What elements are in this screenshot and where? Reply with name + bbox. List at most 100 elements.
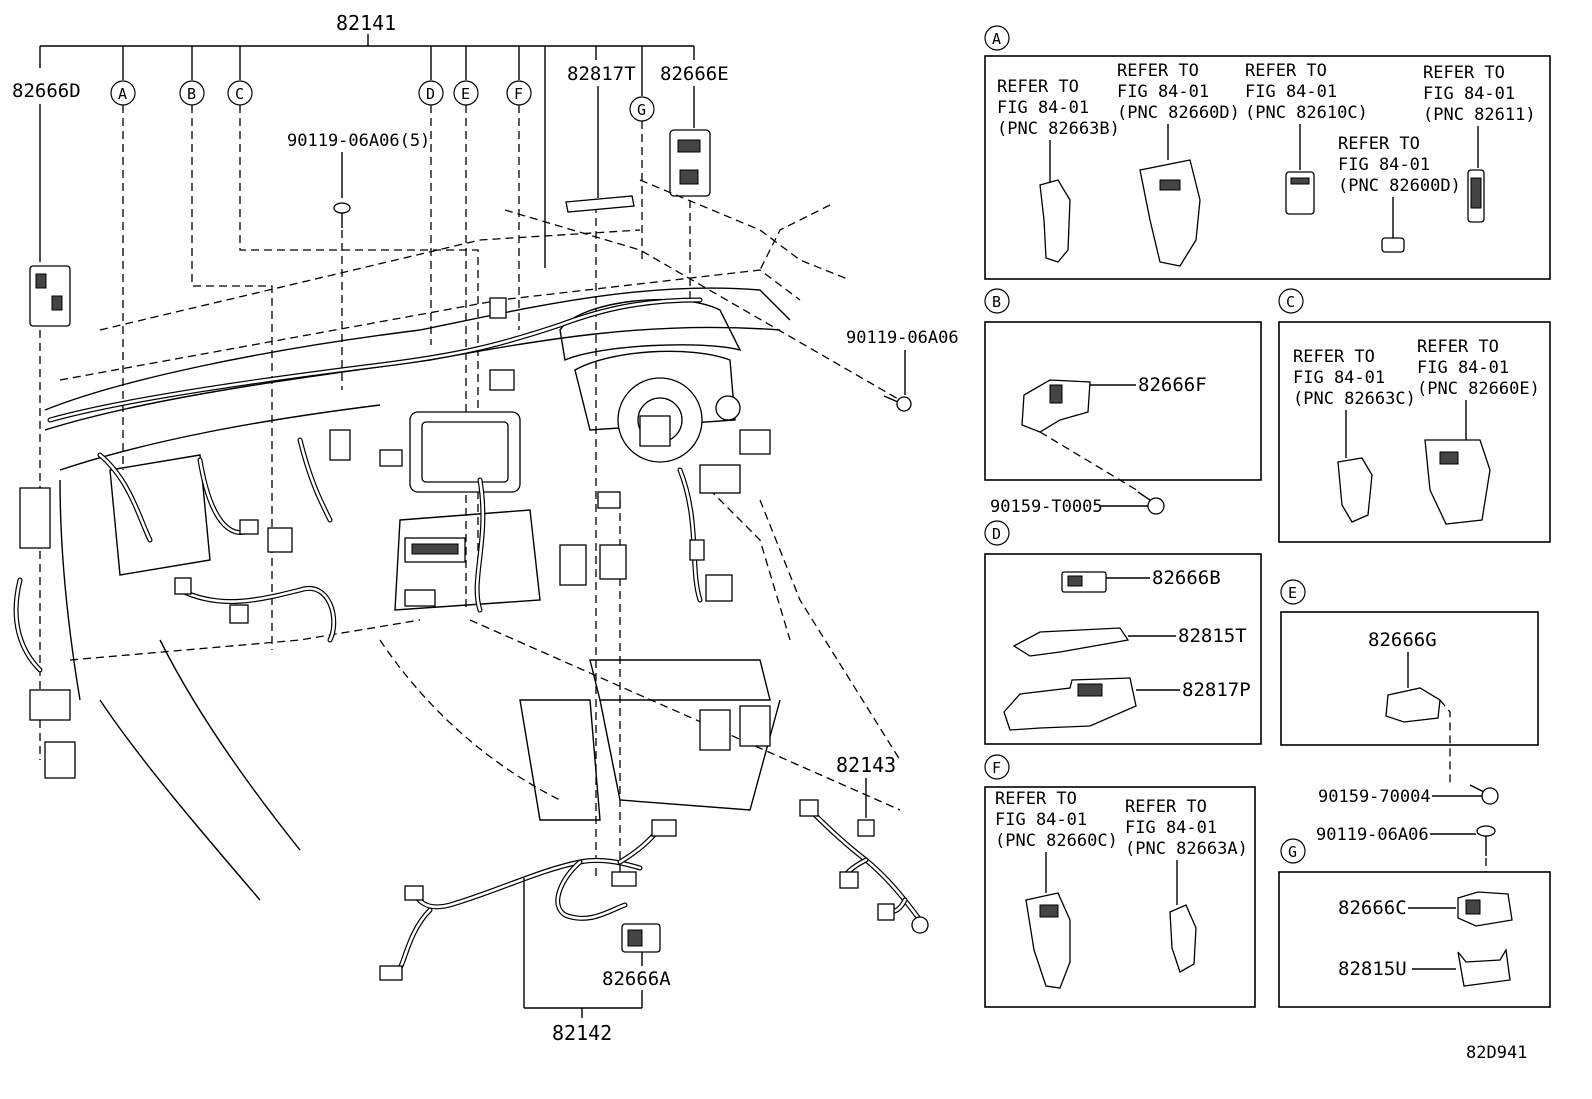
callout-c-text: C bbox=[235, 85, 244, 103]
callout-e-text: E bbox=[461, 85, 470, 103]
part-82666b[interactable]: 82666B bbox=[1061, 567, 1221, 593]
harness-82143[interactable]: 82143 bbox=[799, 753, 929, 934]
ref-line: (PNC 82663A) bbox=[1125, 839, 1248, 859]
ref-line: FIG 84-01 bbox=[1338, 155, 1430, 175]
bolt-90159-70004[interactable]: 90159-70004 bbox=[1318, 784, 1499, 807]
panel-f: F REFER TO FIG 84-01 (PNC 82660C) REFER … bbox=[984, 754, 1256, 1008]
ref-line: FIG 84-01 bbox=[995, 810, 1087, 830]
callout-b[interactable]: B bbox=[179, 80, 205, 106]
callout-f[interactable]: F bbox=[506, 80, 532, 106]
panel-c-ref-82660e[interactable]: REFER TO FIG 84-01 (PNC 82660E) bbox=[1417, 337, 1540, 525]
label-90119-06a06-g: 90119-06A06 bbox=[1316, 825, 1429, 845]
panel-f-ref-82660c[interactable]: REFER TO FIG 84-01 (PNC 82660C) bbox=[995, 789, 1118, 989]
callout-d[interactable]: D bbox=[418, 80, 444, 106]
ref-line: FIG 84-01 bbox=[997, 98, 1089, 118]
ref-line: REFER TO bbox=[997, 77, 1079, 97]
panel-c-ref-82663c[interactable]: REFER TO FIG 84-01 (PNC 82663C) bbox=[1293, 347, 1416, 523]
panel-a-ref-82660d[interactable]: REFER TO FIG 84-01 (PNC 82660D) bbox=[1117, 61, 1240, 267]
callout-c[interactable]: C bbox=[227, 80, 253, 106]
label-90119-06a06-5: 90119-06A06(5) bbox=[287, 131, 430, 151]
panel-a-ref-82663b[interactable]: REFER TO FIG 84-01 (PNC 82663B) bbox=[997, 77, 1120, 263]
label-82141[interactable]: 82141 bbox=[336, 11, 396, 35]
panel-a-ref-82610c[interactable]: REFER TO FIG 84-01 (PNC 82610C) bbox=[1245, 61, 1368, 215]
panel-a-ref-82611[interactable]: REFER TO FIG 84-01 (PNC 82611) bbox=[1423, 63, 1536, 223]
panel-d: D 82666B 82815T 82817P bbox=[984, 520, 1262, 745]
figure-code: 82D941 bbox=[1466, 1043, 1527, 1063]
panel-g: 90119-06A06 G 82666C 82815U bbox=[1278, 825, 1551, 1008]
callout-g[interactable]: G bbox=[629, 96, 655, 122]
part-82815u[interactable]: 82815U bbox=[1338, 948, 1511, 987]
part-82817p[interactable]: 82817P bbox=[1003, 677, 1251, 731]
callout-a-text: A bbox=[118, 85, 127, 103]
ref-line: REFER TO bbox=[1338, 134, 1420, 154]
harness-82142[interactable]: 82142 bbox=[379, 819, 677, 1045]
top-harness-leader: 82141 bbox=[39, 11, 695, 268]
ref-line: FIG 84-01 bbox=[1417, 358, 1509, 378]
panel-e-letter: E bbox=[1288, 584, 1297, 602]
panel-b: B 82666F 90159-T0005 bbox=[984, 288, 1262, 517]
label-90159-t0005: 90159-T0005 bbox=[990, 497, 1103, 517]
connector-82666a[interactable]: 82666A bbox=[602, 923, 671, 990]
label-82815t: 82815T bbox=[1178, 625, 1247, 647]
panel-c-letter: C bbox=[1286, 293, 1295, 311]
part-82666g[interactable]: 82666G bbox=[1368, 629, 1441, 723]
label-82666a: 82666A bbox=[602, 968, 671, 990]
ref-line: FIG 84-01 bbox=[1293, 368, 1385, 388]
label-82666f: 82666F bbox=[1138, 374, 1207, 396]
callout-e[interactable]: E bbox=[453, 80, 479, 106]
panel-f-ref-82663a[interactable]: REFER TO FIG 84-01 (PNC 82663A) bbox=[1125, 797, 1248, 973]
ref-line: (PNC 82610C) bbox=[1245, 103, 1368, 123]
part-82666f[interactable]: 82666F bbox=[1021, 374, 1207, 433]
bolt-90119-06a06[interactable]: 90119-06A06 bbox=[846, 328, 959, 412]
label-82142: 82142 bbox=[552, 1021, 612, 1045]
ref-line: (PNC 82663B) bbox=[997, 119, 1120, 139]
dashboard-sketch bbox=[44, 179, 901, 901]
label-82666e: 82666E bbox=[660, 63, 729, 85]
callout-a[interactable]: A bbox=[110, 80, 136, 106]
panel-a-letter: A bbox=[992, 30, 1001, 48]
label-82817p: 82817P bbox=[1182, 679, 1251, 701]
ref-line: FIG 84-01 bbox=[1117, 82, 1209, 102]
label-82817t: 82817T bbox=[567, 63, 636, 85]
panel-g-letter: G bbox=[1288, 843, 1297, 861]
ref-line: (PNC 82611) bbox=[1423, 105, 1536, 125]
ref-line: FIG 84-01 bbox=[1125, 818, 1217, 838]
ref-line: FIG 84-01 bbox=[1245, 82, 1337, 102]
ref-line: REFER TO bbox=[1417, 337, 1499, 357]
ref-line: (PNC 82660E) bbox=[1417, 379, 1540, 399]
panel-e: E 82666G 90159-70004 bbox=[1280, 579, 1539, 807]
bolt-90119-06a06-5[interactable]: 90119-06A06(5) bbox=[287, 131, 430, 228]
label-90119-06a06: 90119-06A06 bbox=[846, 328, 959, 348]
panel-d-letter: D bbox=[992, 525, 1001, 543]
bracket-82817t[interactable]: 82817T bbox=[565, 63, 636, 213]
ref-line: (PNC 82660C) bbox=[995, 831, 1118, 851]
ref-line: REFER TO bbox=[1125, 797, 1207, 817]
label-82666d: 82666D bbox=[12, 80, 81, 102]
ref-line: REFER TO bbox=[1117, 61, 1199, 81]
ref-line: REFER TO bbox=[1245, 61, 1327, 81]
bolt-90159-t0005[interactable]: 90159-T0005 bbox=[990, 491, 1165, 517]
callout-d-text: D bbox=[426, 85, 435, 103]
label-82143: 82143 bbox=[836, 753, 896, 777]
bolt-90119-06a06-g[interactable]: 90119-06A06 bbox=[1316, 825, 1496, 856]
label-82815u: 82815U bbox=[1338, 958, 1407, 980]
panel-f-letter: F bbox=[992, 759, 1001, 777]
ref-line: (PNC 82660D) bbox=[1117, 103, 1240, 123]
label-82666c: 82666C bbox=[1338, 897, 1407, 919]
part-82666c[interactable]: 82666C bbox=[1338, 891, 1513, 927]
part-82815t[interactable]: 82815T bbox=[1012, 625, 1247, 657]
connector-82666d[interactable]: 82666D bbox=[12, 80, 81, 327]
label-90159-70004: 90159-70004 bbox=[1318, 787, 1431, 807]
panel-b-letter: B bbox=[992, 293, 1001, 311]
ref-line: (PNC 82663C) bbox=[1293, 389, 1416, 409]
panel-a-ref-82600d[interactable]: REFER TO FIG 84-01 (PNC 82600D) bbox=[1338, 134, 1461, 253]
connector-82666e[interactable]: 82666E bbox=[660, 63, 729, 197]
dash-harness-wires bbox=[13, 297, 733, 779]
label-82666b: 82666B bbox=[1152, 567, 1221, 589]
label-82666g: 82666G bbox=[1368, 629, 1437, 651]
callout-f-text: F bbox=[514, 85, 523, 103]
callout-g-text: G bbox=[637, 101, 646, 119]
panel-c: C REFER TO FIG 84-01 (PNC 82663C) REFER … bbox=[1278, 288, 1551, 543]
panel-a: A REFER TO FIG 84-01 (PNC 82663B) REFER … bbox=[984, 25, 1551, 280]
